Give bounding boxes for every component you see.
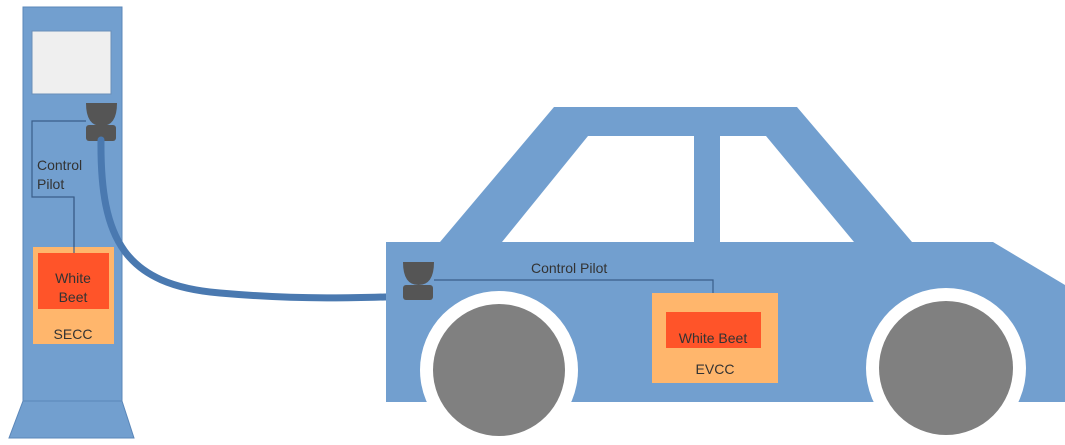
station-module-label-line2: Beet bbox=[59, 289, 88, 305]
secc-label: SECC bbox=[54, 326, 93, 342]
station-control-pilot-label-line2: Pilot bbox=[37, 176, 64, 192]
station-module-label-line1: White bbox=[55, 270, 91, 286]
charging-cable bbox=[101, 140, 413, 298]
station-base bbox=[9, 401, 134, 438]
charging-station: Control Pilot White Beet SECC bbox=[9, 7, 134, 438]
car-module-label: White Beet bbox=[679, 330, 748, 346]
station-control-pilot-label-line1: Control bbox=[37, 157, 82, 173]
car: Control Pilot White Beet EVCC bbox=[386, 107, 1065, 445]
station-screen bbox=[32, 31, 111, 94]
car-rear-wheel bbox=[433, 304, 565, 436]
evcc-label: EVCC bbox=[696, 361, 735, 377]
car-control-pilot-label: Control Pilot bbox=[531, 260, 607, 276]
car-front-wheel bbox=[879, 301, 1013, 435]
